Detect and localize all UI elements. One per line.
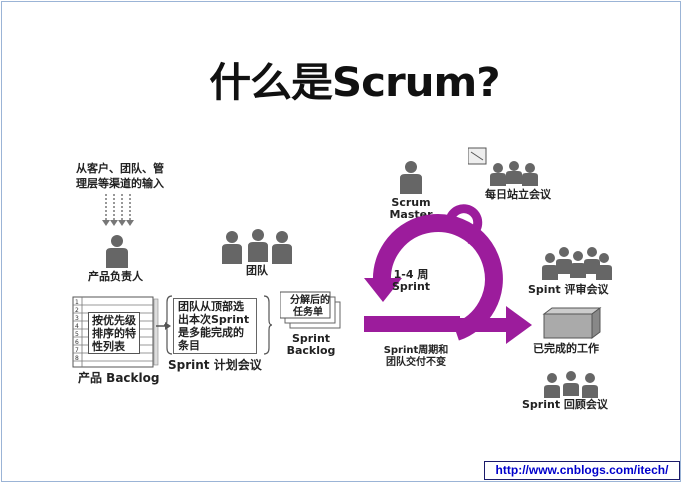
sp-text-1: 团队从顶部选 [178, 300, 244, 313]
done-work-icon [542, 307, 602, 339]
scrum-master-icon [400, 161, 422, 194]
sprint-cycle [364, 204, 503, 341]
sprint-planning-label: Sprint 计划会议 [168, 358, 262, 372]
product-backlog-box: 按优先级 排序的特 性列表 [88, 312, 140, 354]
product-owner-label: 产品负责人 [88, 270, 143, 283]
svg-text:5: 5 [75, 331, 79, 338]
sprint-backlog-label-1: Sprint [291, 332, 331, 345]
pb-text-3: 性列表 [92, 340, 125, 353]
svg-text:1: 1 [75, 299, 79, 306]
planning-brackets [164, 295, 273, 355]
product-backlog-label: 产品 Backlog [78, 371, 160, 385]
pb-text-2: 排序的特 [92, 327, 136, 340]
sp-text-4: 条目 [178, 339, 200, 352]
sp-text-3: 是多能完成的 [178, 326, 244, 339]
slide-title: 什么是Scrum? [209, 60, 500, 106]
daily-standup-icon [468, 147, 538, 186]
svg-text:2: 2 [75, 307, 79, 314]
sprint-review-label: Spint 评审会议 [528, 283, 609, 296]
team-icon [222, 229, 292, 264]
svg-text:6: 6 [75, 339, 79, 346]
svg-text:4: 4 [75, 323, 79, 330]
sprint-review-icon [542, 247, 612, 280]
cycle-label-2: Sprint [391, 280, 431, 293]
cycle-label-1: 1-4 周 [393, 268, 429, 281]
sprint-backlog-label-2: Backlog [286, 344, 336, 357]
svg-text:3: 3 [75, 315, 79, 322]
pb-text-1: 按优先级 [92, 314, 136, 327]
source-url[interactable]: http://www.cnblogs.com/itech/ [484, 461, 680, 480]
svg-text:7: 7 [75, 347, 79, 354]
svg-text:8: 8 [75, 355, 79, 362]
retrospective-label: Sprint 回顾会议 [522, 398, 608, 411]
sb-card-text-2: 任务单 [293, 307, 323, 318]
input-arrows [102, 194, 134, 226]
inputs-line1: 从客户、团队、管 [76, 162, 164, 175]
arrow-to-done [460, 306, 532, 344]
sb-card-text-1: 分解后的 [290, 295, 330, 306]
cycle-note-2: 团队交付不变 [386, 357, 446, 368]
sprint-planning-box: 团队从顶部选 出本次Sprint 是多能完成的 条目 [173, 298, 257, 354]
inputs-line2: 理层等渠道的输入 [76, 177, 164, 190]
retrospective-icon [544, 371, 598, 398]
scrum-master-label-1: Scrum [391, 196, 431, 209]
product-owner-icon [106, 235, 128, 268]
cycle-note-1: Sprint周期和 [383, 345, 449, 356]
sp-text-2: 出本次Sprint [178, 313, 250, 326]
team-label: 团队 [246, 264, 268, 277]
sprint-backlog-cards [280, 291, 341, 329]
done-work-label: 已完成的工作 [533, 342, 599, 355]
daily-standup-label: 每日站立会议 [485, 188, 551, 201]
